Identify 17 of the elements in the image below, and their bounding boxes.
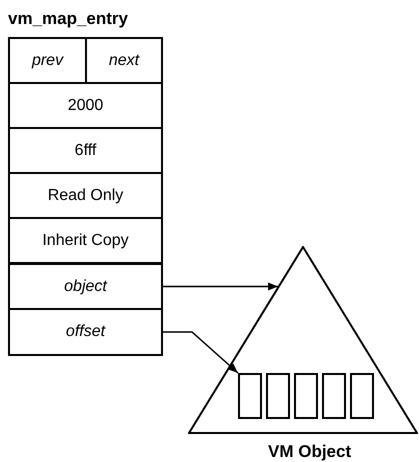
table-cell: Inherit Copy: [8, 217, 163, 264]
table-heading: vm_map_entry: [8, 9, 128, 29]
table-cell: prev: [8, 37, 87, 84]
table-cell: 6fff: [8, 127, 163, 174]
object-label: VM Object: [268, 442, 352, 462]
page-slot: [350, 373, 374, 419]
arrow: [163, 282, 278, 290]
page-slot: [238, 373, 262, 419]
arrow: [163, 331, 238, 374]
page-slot: [266, 373, 290, 419]
page-slot: [322, 373, 346, 419]
table-cell: offset: [8, 308, 163, 356]
page-slot: [294, 373, 318, 419]
table-cell: Read Only: [8, 172, 163, 219]
table-cell: object: [8, 263, 163, 310]
table-cell: next: [85, 37, 163, 84]
table-cell: 2000: [8, 82, 163, 129]
